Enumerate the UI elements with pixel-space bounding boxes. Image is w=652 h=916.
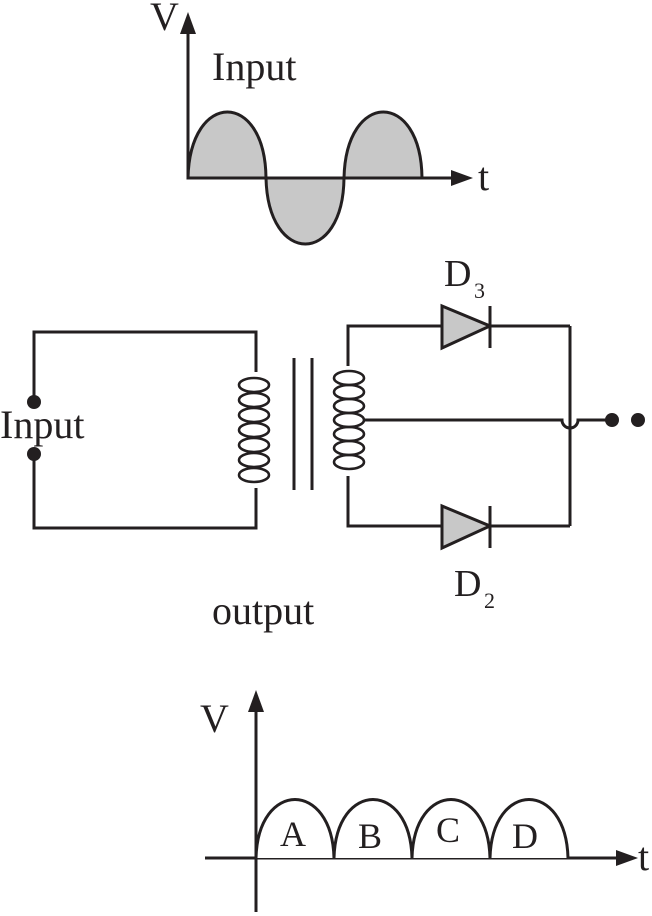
output-terminal-2: [631, 413, 645, 427]
secondary-wire-bottom: [346, 476, 442, 528]
output-hump-a: [254, 798, 336, 859]
output-hump-d: [488, 798, 570, 859]
output-v-axis-label: V: [200, 696, 229, 741]
input-graph-title: Input: [212, 44, 296, 89]
diode-d3-label: D: [444, 253, 471, 295]
rectifier-circuit: Input: [0, 253, 645, 633]
diode-d2: [440, 503, 494, 551]
input-negative-lobe: [264, 176, 346, 246]
output-t-axis-label: t: [638, 834, 649, 879]
output-v-axis-arrow: [248, 690, 264, 712]
secondary-wire-top: [346, 324, 442, 366]
diode-d2-label: D: [454, 563, 481, 605]
primary-coil: [237, 376, 271, 484]
diode-d3: [440, 303, 494, 351]
circuit-caption: output: [212, 588, 314, 633]
secondary-coil: [332, 369, 366, 471]
primary-wire-top: [32, 330, 258, 402]
circuit-input-label: Input: [0, 402, 84, 447]
hump-label-d: D: [512, 816, 538, 856]
hump-label-b: B: [358, 816, 382, 856]
input-positive-lobe-1: [186, 110, 268, 180]
hump-label-c: C: [436, 810, 460, 850]
input-t-axis-arrow: [451, 170, 473, 186]
output-terminal-1: [605, 413, 619, 427]
input-positive-lobe-2: [342, 110, 424, 180]
output-waveform-graph: A B C D V t: [200, 690, 649, 912]
input-v-axis-label: V: [150, 0, 179, 39]
center-tap-wire: [364, 418, 606, 430]
input-terminal-bottom: [27, 447, 41, 461]
output-hump-b: [332, 798, 414, 859]
input-waveform-graph: V t Input: [150, 0, 489, 246]
primary-wire-bottom: [32, 454, 258, 530]
output-hump-c: [410, 798, 492, 859]
diode-d2-subscript: 2: [484, 588, 495, 613]
input-t-axis-label: t: [478, 154, 489, 199]
input-v-axis-arrow: [180, 12, 196, 34]
diode-d3-subscript: 3: [474, 278, 485, 303]
input-terminal-top: [27, 395, 41, 409]
hump-label-a: A: [280, 814, 306, 854]
output-t-axis-arrow: [616, 850, 638, 866]
